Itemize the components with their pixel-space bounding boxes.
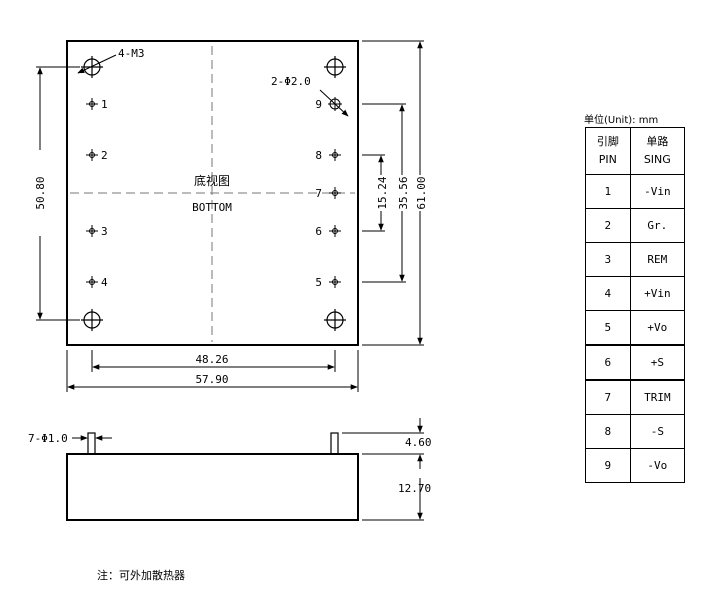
table-row: 7 TRIM bbox=[585, 379, 686, 415]
pin-1: 1 bbox=[86, 98, 108, 111]
table-row: 4 +Vin bbox=[585, 276, 686, 311]
side-pin-left bbox=[87, 432, 96, 455]
pin-header-en: PIN bbox=[598, 153, 617, 166]
pin-function-cell: -S bbox=[629, 414, 686, 449]
side-pin-label: 7-Φ1.0 bbox=[28, 432, 68, 445]
bottom-view: 底视图 BOTTOM 4-M3 2-Φ2.0 1 bbox=[34, 40, 428, 392]
dim-side-body-height bbox=[362, 478, 424, 521]
pin-icon bbox=[329, 276, 341, 288]
table-row: 2 Gr. bbox=[585, 208, 686, 243]
pin-icon bbox=[86, 149, 98, 161]
pin-9: 9 bbox=[315, 97, 342, 111]
dim-overall-width-label: 57.90 bbox=[195, 373, 228, 386]
sing-column-header: 单路 SING bbox=[629, 127, 686, 175]
mount-hole-icon bbox=[324, 309, 346, 331]
pin-function-cell: -Vo bbox=[629, 448, 686, 483]
table-row: 1 -Vin bbox=[585, 174, 686, 209]
dim-side-pin-height-label: 4.60 bbox=[405, 436, 432, 449]
table-row: 3 REM bbox=[585, 242, 686, 277]
heatsink-note: 注：可外加散热器 bbox=[97, 569, 185, 582]
pin-3: 3 bbox=[86, 225, 108, 238]
mount-hole-icon bbox=[81, 56, 103, 78]
view-title-cn: 底视图 bbox=[194, 173, 230, 188]
dim-pin-pitch-long-label: 35.56 bbox=[397, 176, 410, 209]
pin-icon bbox=[86, 225, 98, 237]
side-view-body bbox=[66, 453, 359, 521]
pin-header-cn: 引脚 bbox=[596, 135, 619, 148]
pin-label: 5 bbox=[315, 276, 322, 289]
pin-number-cell: 9 bbox=[585, 448, 631, 483]
unit-caption: 单位(Unit): mm bbox=[584, 115, 659, 126]
dim-pin-pitch-short-label: 15.24 bbox=[376, 176, 389, 209]
mount-hole-label: 4-M3 bbox=[118, 47, 145, 60]
pin-4: 4 bbox=[86, 276, 108, 289]
locating-hole-label: 2-Φ2.0 bbox=[271, 75, 311, 88]
locating-hole-leader bbox=[319, 89, 349, 117]
dim-pin-pitch-long bbox=[362, 103, 406, 283]
pin-8: 8 bbox=[315, 149, 341, 162]
pin-7: 7 bbox=[315, 187, 341, 200]
dim-overall-height bbox=[362, 40, 424, 346]
table-row: 6 +S bbox=[585, 344, 686, 381]
side-pin-right bbox=[330, 432, 339, 455]
pin-number-cell: 1 bbox=[585, 174, 631, 209]
pin-label: 3 bbox=[101, 225, 108, 238]
pin-2: 2 bbox=[86, 149, 108, 162]
pin-function-cell: Gr. bbox=[629, 208, 686, 243]
sing-header-cn: 单路 bbox=[646, 135, 669, 148]
table-row: 8 -S bbox=[585, 414, 686, 449]
pin-function-table: 引脚 PIN 单路 SING 1 -Vin 2 Gr. 3 REM 4 +Vin… bbox=[585, 127, 686, 483]
dim-pin-span-width bbox=[91, 350, 336, 372]
pin-icon bbox=[86, 276, 98, 288]
pin-icon bbox=[329, 225, 341, 237]
pin-icon bbox=[329, 187, 341, 199]
mount-hole-icon bbox=[324, 56, 346, 78]
pin-number-cell: 2 bbox=[585, 208, 631, 243]
dim-pin-row-height bbox=[36, 66, 80, 321]
module-outline bbox=[66, 40, 359, 346]
pin-number-cell: 4 bbox=[585, 276, 631, 311]
pin-number-cell: 7 bbox=[585, 379, 631, 415]
pin-number-cell: 8 bbox=[585, 414, 631, 449]
pin-column-header: 引脚 PIN bbox=[585, 127, 631, 175]
pin-icon bbox=[86, 98, 98, 110]
pin-function-cell: REM bbox=[629, 242, 686, 277]
dim-pin-span-width-label: 48.26 bbox=[195, 353, 228, 366]
pin-function-cell: +S bbox=[629, 344, 686, 381]
pin-label: 8 bbox=[315, 149, 322, 162]
pin-label: 6 bbox=[315, 225, 322, 238]
view-title-en: BOTTOM bbox=[192, 201, 232, 214]
pin-number-cell: 5 bbox=[585, 310, 631, 346]
pin-function-cell: -Vin bbox=[629, 174, 686, 209]
table-header-row: 引脚 PIN 单路 SING bbox=[585, 127, 686, 175]
pin-number-cell: 6 bbox=[585, 344, 631, 381]
dim-side-pin-height bbox=[342, 418, 424, 469]
sing-header-en: SING bbox=[643, 153, 671, 166]
pin-label: 4 bbox=[101, 276, 108, 289]
mount-hole-leader bbox=[77, 54, 117, 74]
pin-function-cell: +Vin bbox=[629, 276, 686, 311]
table-row: 5 +Vo bbox=[585, 310, 686, 346]
pin-label: 9 bbox=[315, 98, 322, 111]
pin-function-cell: +Vo bbox=[629, 310, 686, 346]
table-row: 9 -Vo bbox=[585, 448, 686, 483]
pin-label: 2 bbox=[101, 149, 108, 162]
pin-icon bbox=[329, 149, 341, 161]
dim-overall-width bbox=[66, 350, 359, 392]
dim-pin-pitch-short bbox=[362, 154, 385, 232]
locating-pin-icon bbox=[328, 97, 342, 111]
pin-function-cell: TRIM bbox=[629, 379, 686, 415]
pin-label: 1 bbox=[101, 98, 108, 111]
dim-overall-height-label: 61.00 bbox=[415, 176, 428, 209]
mount-hole-icon bbox=[81, 309, 103, 331]
pin-5: 5 bbox=[315, 276, 341, 289]
side-view: 7-Φ1.0 4.60 12.70 bbox=[28, 418, 432, 521]
dim-side-body-height-label: 12.70 bbox=[398, 482, 431, 495]
pin-6: 6 bbox=[315, 225, 341, 238]
pin-label: 7 bbox=[315, 187, 322, 200]
pin-number-cell: 3 bbox=[585, 242, 631, 277]
dim-pin-row-height-label: 50.80 bbox=[34, 176, 47, 209]
